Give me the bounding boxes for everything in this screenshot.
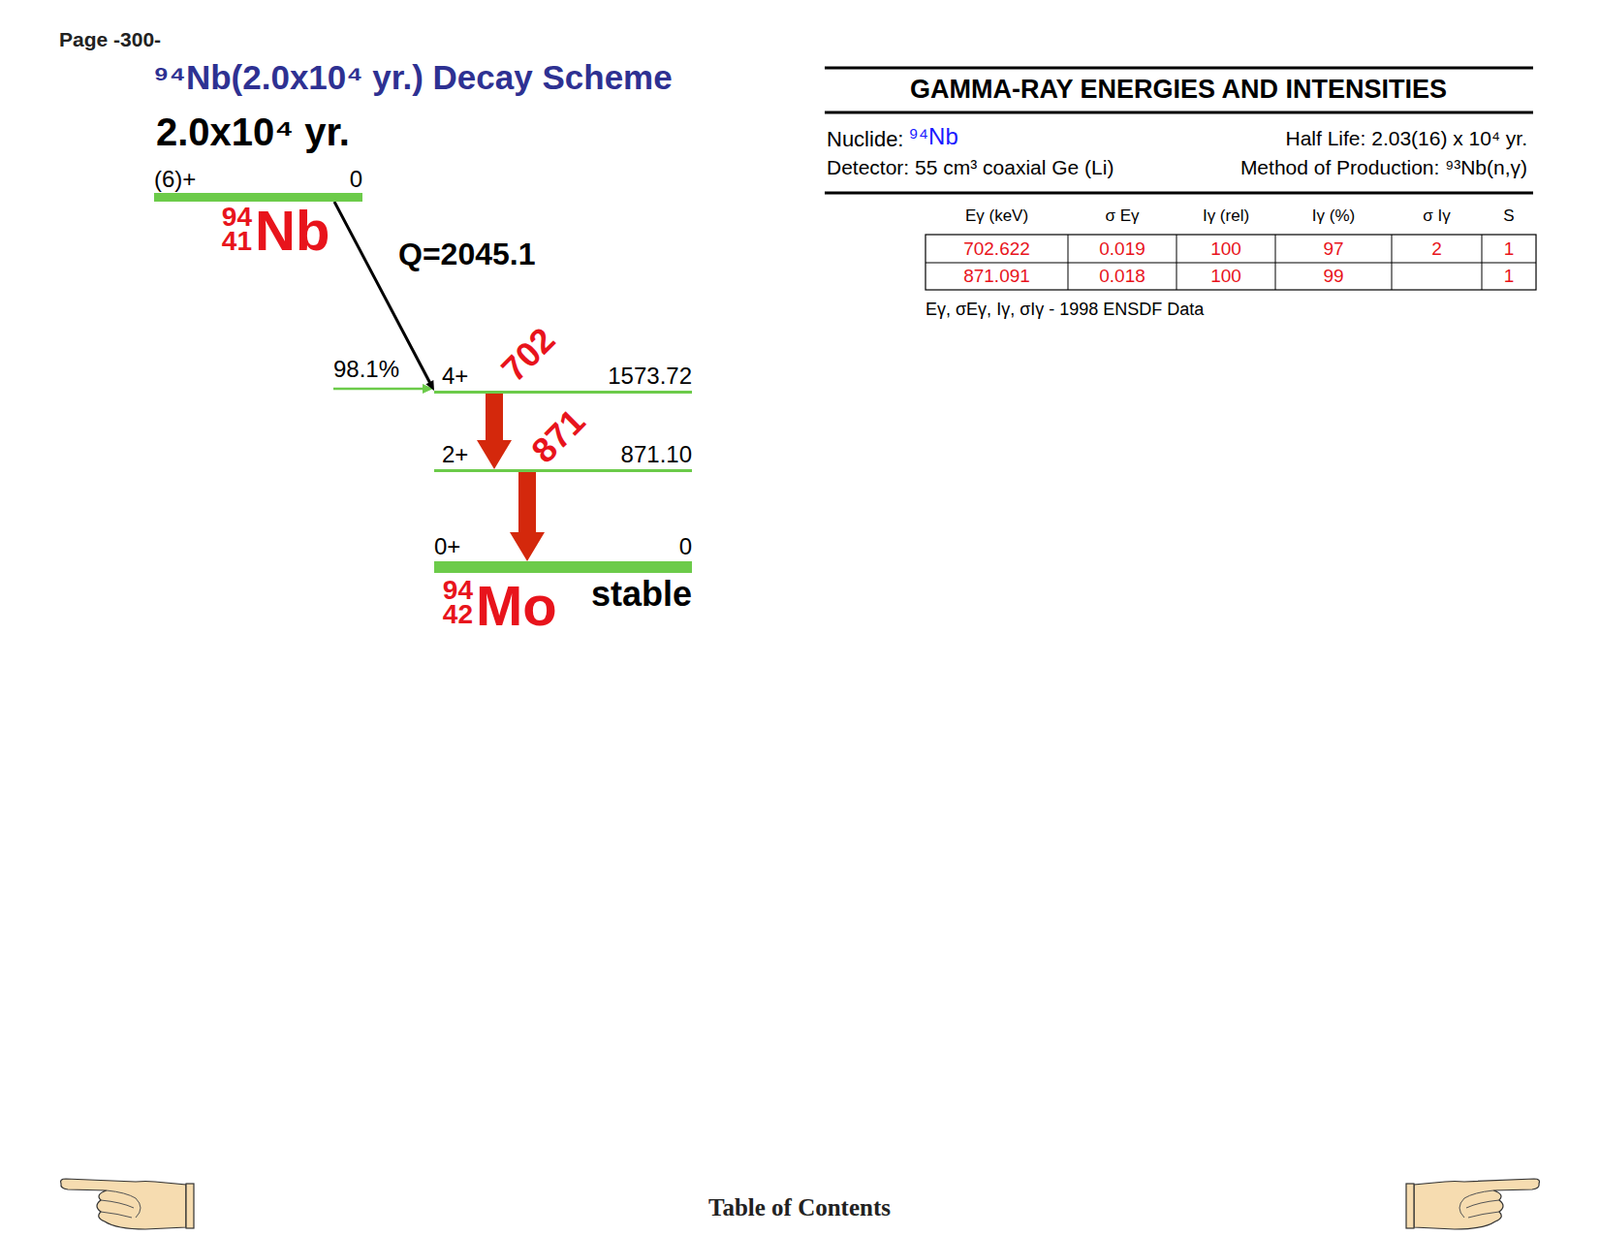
level-energy: 1573.72 [607, 362, 692, 390]
table-rule [824, 66, 1534, 70]
hand-shape [1413, 1178, 1539, 1229]
spin-parity: 2+ [441, 440, 469, 469]
gamma-energy-label: 871 [523, 401, 594, 471]
table-cell: 1 [1504, 265, 1515, 287]
table-cell: 0.018 [1098, 265, 1146, 287]
energy-level: 0+0stable9442Mo [434, 561, 692, 573]
gamma-energy-label: 702 [493, 319, 564, 390]
table-cell: 100 [1210, 238, 1242, 260]
branch-arrow [333, 387, 425, 391]
table-row-line [925, 262, 1537, 264]
hand-crease [100, 1190, 141, 1218]
table-title: GAMMA-RAY ENERGIES AND INTENSITIES [909, 74, 1447, 105]
table-cell: 99 [1322, 265, 1344, 287]
table-header: σ Eγ [1104, 206, 1139, 226]
level-energy: 871.10 [621, 440, 692, 469]
element-symbol: Mo [475, 573, 558, 639]
energy-level: 4+1573.72 [434, 390, 692, 394]
table-cell: 97 [1322, 238, 1344, 260]
gamma-transition-arrow [476, 393, 512, 470]
atomic-number: 41 [221, 225, 252, 257]
info-text: Half Life: 2.03(16) x 10⁴ yr. [1286, 126, 1528, 151]
spin-parity: 4+ [441, 362, 469, 390]
nav-link: Table of Contents [708, 1193, 891, 1223]
table-header: Eγ (keV) [965, 206, 1029, 226]
table-header: S [1503, 206, 1514, 226]
stability-note: stable [591, 573, 692, 614]
table-column-line [1176, 234, 1178, 290]
table-cell: 0.019 [1098, 238, 1146, 260]
table-column-line [1481, 234, 1483, 290]
q-value: Q=2045.1 [398, 236, 535, 273]
level-energy: 0 [349, 165, 363, 193]
table-column-line [1067, 234, 1069, 290]
beta-decay-arrow [333, 200, 435, 391]
hand-cuff [1406, 1183, 1414, 1228]
table-column-line [1391, 234, 1393, 290]
table-footnote: Eγ, σEγ, Iγ, σIγ - 1998 ENSDF Data [925, 299, 1204, 320]
gamma-transition-arrow [509, 471, 545, 562]
branch-intensity: 98.1% [333, 355, 400, 383]
atomic-number: 42 [442, 598, 473, 630]
half-life-heading: 2.0x10⁴ yr. [156, 109, 350, 155]
info-text: Method of Production: ⁹³Nb(n,γ) [1240, 156, 1528, 180]
hand-shape [61, 1178, 187, 1229]
spin-parity: (6)+ [154, 165, 196, 193]
diagram-title: ⁹⁴Nb(2.0x10⁴ yr.) Decay Scheme [153, 58, 673, 97]
hand-cuff [186, 1183, 194, 1228]
energy-level: 2+871.10 [434, 469, 692, 472]
nuclide-name: ⁹⁴Nb [908, 123, 958, 151]
table-cell: 1 [1504, 238, 1515, 260]
table-header: Iγ (rel) [1202, 206, 1250, 226]
page-number: Page -300- [59, 28, 161, 52]
info-text: Detector: 55 cm³ coaxial Ge (Li) [826, 156, 1114, 180]
pointing-hand [1406, 1178, 1539, 1229]
table-cell: 702.622 [963, 238, 1031, 260]
element-symbol: Nb [254, 198, 330, 264]
table-rule [824, 191, 1534, 195]
table-rule [824, 111, 1534, 115]
table-cell: 871.091 [963, 265, 1031, 287]
spin-parity: 0+ [434, 533, 461, 561]
table-cell: 2 [1431, 238, 1443, 260]
table-header: σ Iγ [1422, 206, 1450, 226]
table-header: Iγ (%) [1312, 206, 1355, 226]
pointing-hand [61, 1178, 194, 1229]
hand-crease [1459, 1190, 1500, 1218]
table-column-line [1275, 234, 1277, 290]
energy-level: (6)+09441Nb [154, 192, 363, 202]
level-energy: 0 [679, 533, 692, 561]
table-border [925, 234, 1537, 290]
info-text: Nuclide: [826, 126, 904, 152]
table-cell: 100 [1210, 265, 1242, 287]
